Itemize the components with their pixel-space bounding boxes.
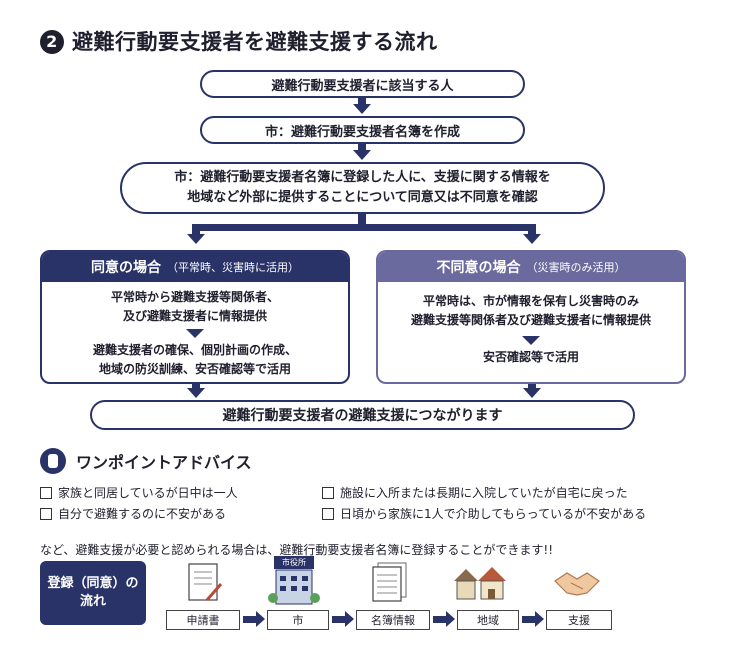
advice-item-label: 日頃から家族に1人で介助してもらっているが不安がある	[340, 507, 647, 521]
flow-step-consent-line1: 市：避難行動要支援者名簿に登録した人に、支援に関する情報を	[174, 170, 551, 185]
reg-step-arrow	[433, 611, 455, 627]
reg-step-city: 市	[267, 610, 329, 630]
agree-sub-label: （平常時、災害時に活用）	[167, 261, 299, 274]
advice-item-label: 施設に入所または長期に入院していたが自宅に戻った	[340, 486, 628, 500]
disagree-inner-arrow	[522, 336, 540, 345]
split-arrow-left	[187, 234, 205, 244]
number-2-icon: 2	[40, 30, 64, 54]
checkbox-icon	[322, 486, 334, 499]
title-text: 避難行動要支援者を避難支援する流れ	[72, 30, 438, 54]
flow-step-create-roster: 市：避難行動要支援者名簿を作成	[200, 116, 525, 144]
checkbox-icon	[322, 507, 334, 520]
agree-head-label: 同意の場合	[91, 260, 161, 276]
reg-step-support: 支援	[546, 610, 612, 630]
city-hall-icon: 市役所	[268, 556, 320, 608]
city-hall-sign: 市役所	[274, 556, 314, 569]
handshake-icon	[554, 572, 600, 596]
page-title: 2 避難行動要支援者を避難支援する流れ	[40, 26, 438, 56]
split-arrow-right	[523, 234, 541, 244]
advice-item: 自分で避難するのに不安がある	[40, 505, 226, 522]
disagree-head-label: 不同意の場合	[436, 260, 521, 276]
advice-note: など、避難支援が必要と認められる場合は、避難行動要支援者名簿に登録することができ…	[40, 543, 554, 557]
reg-step-roster: 名簿情報	[356, 610, 430, 630]
flow-arrow-stem	[358, 98, 366, 106]
disagree-line2: 避難支援等関係者及び避難支援者に情報提供	[410, 313, 651, 327]
split-right-stem	[528, 224, 536, 236]
flow-step-final-label: 避難行動要支援者の避難支援につながります	[222, 408, 503, 424]
flow-arrow-2	[353, 150, 371, 160]
agree-line1: 平常時から避難支援等関係者、	[110, 290, 279, 304]
disagree-sub-label: （災害時のみ活用）	[526, 261, 626, 274]
registration-flow-label: 登録（同意）の 流れ	[40, 561, 146, 625]
merge-arrow-right	[523, 388, 541, 398]
advice-header: ワンポイントアドバイス	[40, 448, 252, 474]
agree-text-block-1: 平常時から避難支援等関係者、 及び避難支援者に情報提供	[42, 288, 348, 326]
advice-item-label: 家族と同居しているが日中は一人	[58, 486, 238, 500]
flow-step-consent-line2: 地域など外部に提供することについて同意又は不同意を確認	[187, 190, 538, 205]
reg-step-application: 申請書	[166, 610, 240, 630]
advice-item-label: 自分で避難するのに不安がある	[58, 507, 227, 521]
agree-line3: 避難支援者の確保、個別計画の作成、	[92, 343, 297, 357]
agree-panel-header: 同意の場合 （平常時、災害時に活用）	[42, 252, 348, 282]
merge-right-stem	[528, 384, 536, 390]
advice-item: 日頃から家族に1人で介助してもらっているが不安がある	[322, 505, 646, 522]
flow-step-create-roster-label: 市：避難行動要支援者名簿を作成	[264, 124, 460, 140]
checkbox-icon	[40, 507, 52, 520]
disagree-panel: 不同意の場合 （災害時のみ活用） 平常時は、市が情報を保有し災害時のみ 避難支援等…	[376, 250, 686, 384]
flow-step-final: 避難行動要支援者の避難支援につながります	[90, 400, 635, 430]
merge-left-stem	[192, 384, 200, 390]
reg-step-arrow	[522, 611, 544, 627]
checkbox-icon	[40, 486, 52, 499]
application-form-icon	[188, 563, 223, 601]
split-bar	[192, 224, 536, 231]
flow-step-eligible: 避難行動要支援者に該当する人	[200, 70, 525, 98]
flow-step-consent-check: 市：避難行動要支援者名簿に登録した人に、支援に関する情報を 地域など外部に提供す…	[120, 162, 605, 214]
disagree-line3: 安否確認等で活用	[482, 350, 579, 364]
reg-step-community: 地域	[457, 610, 519, 630]
split-left-stem	[192, 224, 200, 236]
flow-step-eligible-label: 避難行動要支援者に該当する人	[271, 78, 454, 94]
houses-icon	[454, 567, 506, 600]
agree-text-block-2: 避難支援者の確保、個別計画の作成、 地域の防災訓練、安否確認等で活用	[42, 341, 348, 379]
disagree-line1: 平常時は、市が情報を保有し災害時のみ	[422, 294, 639, 308]
reg-step-arrow	[243, 611, 265, 627]
merge-arrow-left	[187, 388, 205, 398]
disagree-text-block-2: 安否確認等で活用	[378, 348, 684, 367]
agree-line2: 及び避難支援者に情報提供	[122, 309, 267, 323]
reg-step-arrow	[332, 611, 354, 627]
pointing-hand-icon	[40, 448, 66, 474]
advice-item: 家族と同居しているが日中は一人	[40, 484, 238, 501]
flow-arrow-stem	[358, 144, 366, 152]
agree-inner-arrow	[186, 329, 204, 338]
advice-head-label: ワンポイントアドバイス	[76, 453, 252, 472]
agree-panel: 同意の場合 （平常時、災害時に活用） 平常時から避難支援等関係者、 及び避難支援者…	[40, 250, 350, 384]
agree-line4: 地域の防災訓練、安否確認等で活用	[98, 362, 291, 376]
disagree-text-block-1: 平常時は、市が情報を保有し災害時のみ 避難支援等関係者及び避難支援者に情報提供	[378, 292, 684, 330]
flow-arrow-1	[353, 104, 371, 114]
advice-item: 施設に入所または長期に入院していたが自宅に戻った	[322, 484, 628, 501]
split-stem	[358, 214, 366, 226]
disagree-panel-header: 不同意の場合 （災害時のみ活用）	[378, 252, 684, 282]
roster-icon	[372, 562, 407, 602]
